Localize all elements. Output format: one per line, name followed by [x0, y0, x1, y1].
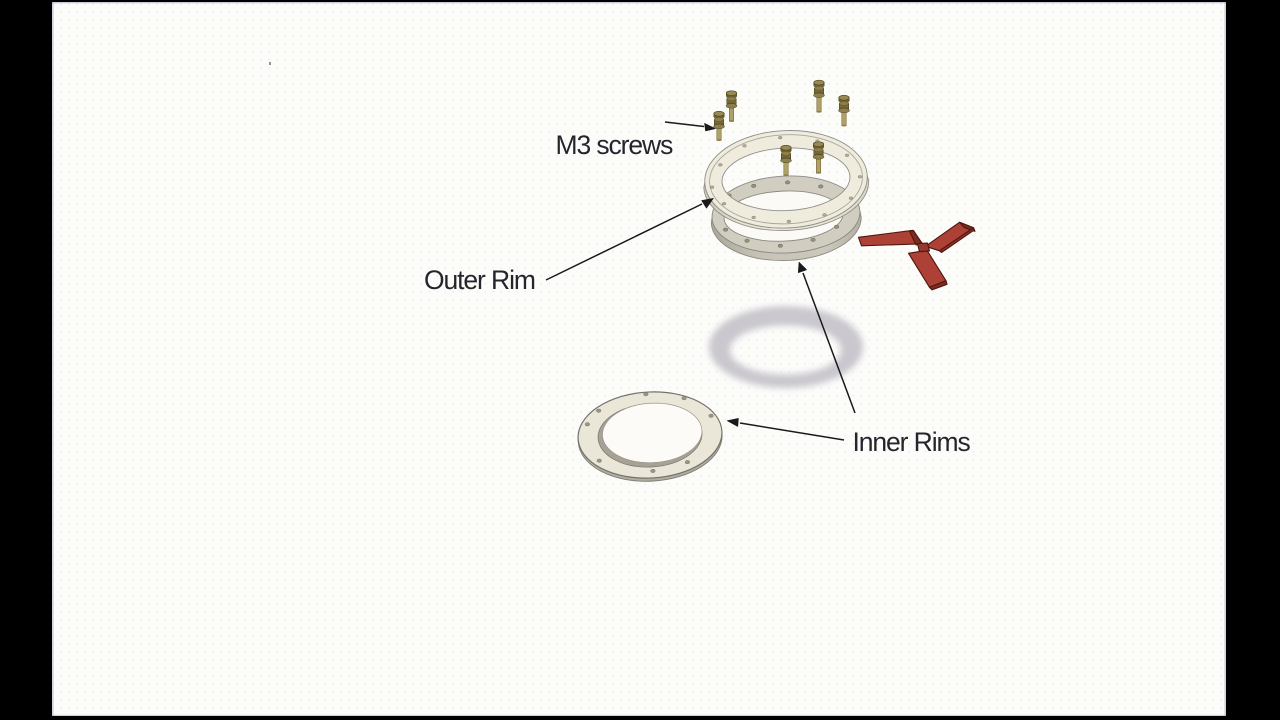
svg-text:Inner Rims: Inner Rims: [853, 427, 971, 457]
svg-text:M3 screws: M3 screws: [556, 130, 674, 160]
svg-text:Outer Rim: Outer Rim: [424, 265, 535, 295]
